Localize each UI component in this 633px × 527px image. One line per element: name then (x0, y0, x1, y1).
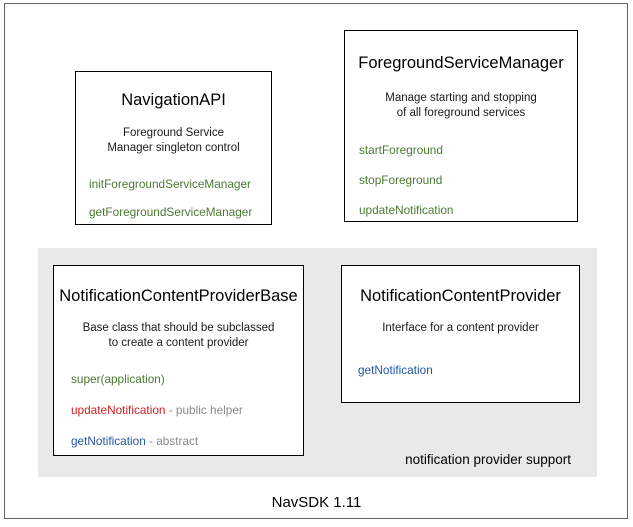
class-title: NotificationContentProviderBase (59, 287, 298, 305)
class-description: Foreground Service Manager singleton con… (76, 126, 271, 156)
class-description-line: Interface for a content provider (382, 321, 539, 334)
member-item[interactable]: super(application) (71, 372, 303, 386)
member-name: getNotification (71, 434, 146, 449)
member-item[interactable]: updateNotification (359, 203, 577, 217)
member-item[interactable]: getNotification (358, 363, 579, 377)
member-item[interactable]: updateNotification - public helper (71, 403, 303, 417)
class-box-foreground-service-manager[interactable]: ForegroundServiceManager Manage starting… (344, 30, 578, 222)
member-name: updateNotification (359, 203, 454, 218)
member-note: - public helper (165, 403, 243, 418)
class-description: Base class that should be subclassed to … (54, 321, 303, 351)
member-item[interactable]: startForeground (359, 143, 577, 157)
member-list: startForeground stopForeground updateNot… (345, 143, 577, 217)
member-item[interactable]: getNotification - abstract (71, 434, 303, 448)
class-title: NotificationContentProvider (360, 287, 561, 305)
class-description: Manage starting and stopping of all fore… (345, 91, 577, 121)
class-description-line: Foreground Service (123, 126, 224, 139)
class-box-notification-content-provider-base[interactable]: NotificationContentProviderBase Base cla… (53, 265, 304, 456)
class-description-line: Base class that should be subclassed (82, 321, 275, 334)
member-item[interactable]: getForegroundServiceManager (89, 205, 271, 219)
member-item[interactable]: initForegroundServiceManager (89, 177, 271, 191)
footer-caption: NavSDK 1.11 (271, 494, 362, 511)
class-description-line: to create a content provider (108, 336, 249, 349)
member-name: updateNotification (71, 403, 166, 418)
member-note: - abstract (145, 434, 199, 449)
class-description-line: of all foreground services (396, 106, 526, 119)
member-list: initForegroundServiceManager getForegrou… (76, 177, 271, 219)
class-description: Interface for a content provider (342, 321, 579, 336)
class-description-line: Manager singleton control (107, 141, 240, 154)
member-name: getNotification (358, 362, 433, 377)
member-list: super(application) updateNotification - … (54, 372, 303, 448)
class-title: ForegroundServiceManager (358, 54, 564, 72)
member-name: initForegroundServiceManager (89, 177, 251, 192)
class-description-line: Manage starting and stopping (385, 91, 537, 104)
member-name: stopForeground (359, 173, 443, 188)
class-box-navigation-api[interactable]: NavigationAPI Foreground Service Manager… (75, 71, 272, 225)
member-name: super(application) (71, 372, 165, 387)
member-list: getNotification (342, 363, 579, 377)
member-item[interactable]: stopForeground (359, 173, 577, 187)
class-box-notification-content-provider[interactable]: NotificationContentProvider Interface fo… (341, 265, 580, 403)
member-name: startForeground (359, 143, 443, 158)
class-title: NavigationAPI (121, 91, 226, 109)
member-name: getForegroundServiceManager (89, 205, 253, 220)
group-region-label: notification provider support (405, 452, 571, 467)
